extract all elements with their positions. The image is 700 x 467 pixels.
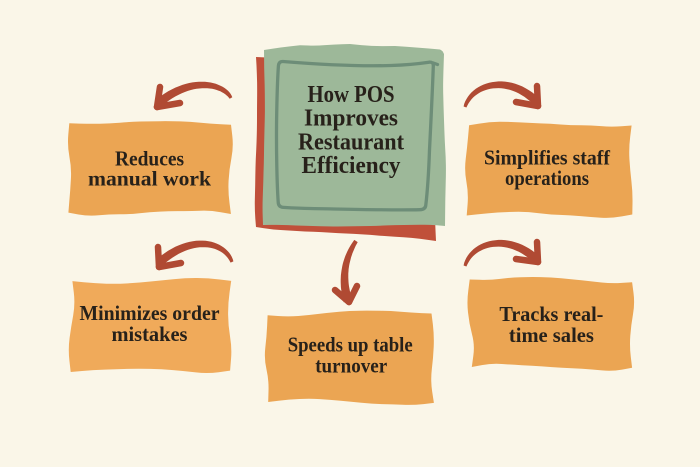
svg-text:mistakes: mistakes <box>112 322 188 346</box>
svg-text:Reduces: Reduces <box>115 146 184 170</box>
svg-text:Tracks real-: Tracks real- <box>499 302 603 326</box>
svg-text:turnover: turnover <box>315 354 387 378</box>
svg-text:Efficiency: Efficiency <box>302 152 402 179</box>
svg-text:manual work: manual work <box>88 167 211 191</box>
svg-text:time sales: time sales <box>509 323 594 347</box>
svg-text:operations: operations <box>505 166 589 190</box>
svg-text:Simplifies staff: Simplifies staff <box>484 146 611 170</box>
svg-text:How POS: How POS <box>308 81 395 108</box>
svg-text:Minimizes order: Minimizes order <box>80 301 220 325</box>
svg-text:Restaurant: Restaurant <box>298 128 405 155</box>
svg-text:Speeds up table: Speeds up table <box>288 333 413 357</box>
svg-text:Improves: Improves <box>304 105 398 132</box>
